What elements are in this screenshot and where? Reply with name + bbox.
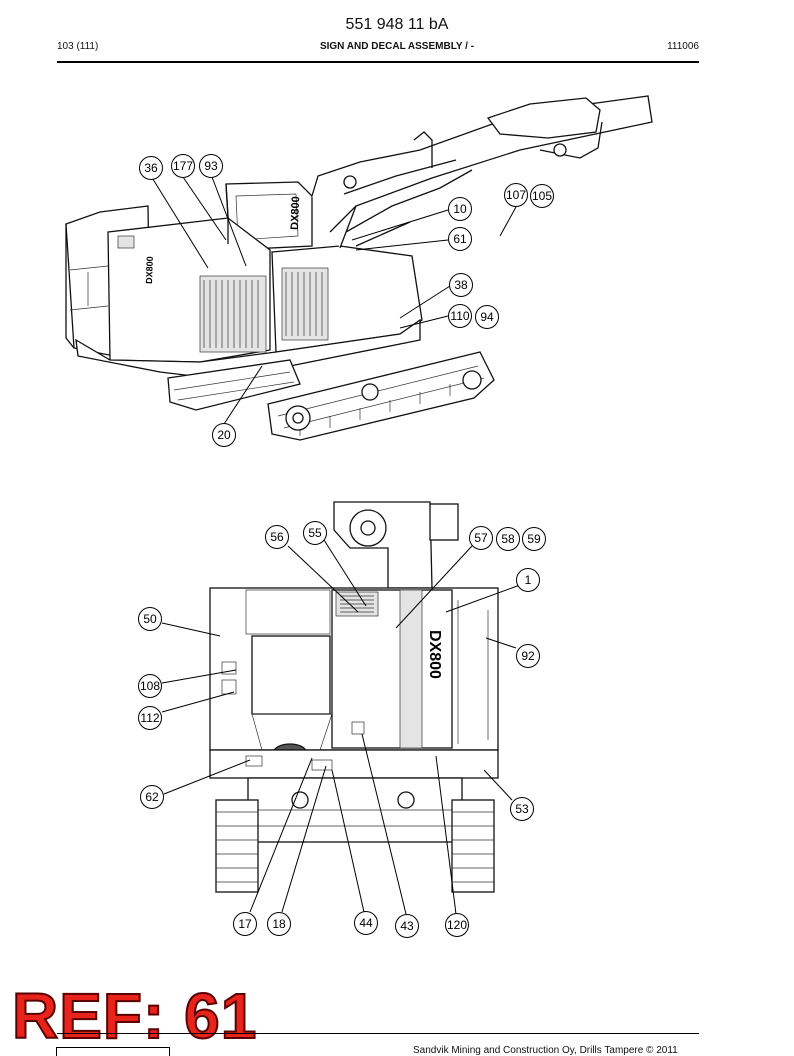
- callout-17: 17: [233, 912, 257, 936]
- page-indicator: 103 (111): [57, 41, 99, 52]
- footer-copyright: Sandvik Mining and Construction Oy, Dril…: [413, 1045, 678, 1056]
- isometric-machine-view: DX800 DX800: [65, 95, 653, 441]
- svg-text:120: 120: [447, 918, 467, 932]
- callout-38: 38: [449, 273, 473, 297]
- callout-94: 94: [475, 305, 499, 329]
- callout-55: 55: [303, 521, 327, 545]
- callout-44: 44: [354, 911, 378, 935]
- callout-53: 53: [510, 797, 534, 821]
- callout-93: 93: [199, 154, 223, 178]
- svg-text:36: 36: [144, 161, 158, 175]
- svg-text:93: 93: [204, 159, 218, 173]
- callout-61: 61: [448, 227, 472, 251]
- svg-text:107: 107: [506, 188, 526, 202]
- page-title: SIGN AND DECAL ASSEMBLY / -: [319, 41, 475, 52]
- rear-machine-view: DX800: [209, 501, 499, 893]
- callout-59: 59: [522, 527, 546, 551]
- company-logo: [56, 1047, 170, 1056]
- svg-text:110: 110: [450, 309, 469, 323]
- callout-108: 108: [138, 674, 162, 698]
- rear-view-leaders: [161, 539, 521, 915]
- svg-text:92: 92: [521, 649, 535, 663]
- callout-36: 36: [139, 156, 163, 180]
- callout-43: 43: [395, 914, 419, 938]
- svg-text:1: 1: [525, 573, 532, 587]
- header-divider: [57, 61, 699, 63]
- callout-110: 110: [448, 304, 472, 328]
- callout-120: 120: [445, 913, 469, 937]
- svg-text:53: 53: [515, 802, 529, 816]
- callout-177: 177: [171, 154, 195, 178]
- svg-text:43: 43: [400, 919, 414, 933]
- ref-stamp: REF: 61: [11, 980, 258, 1052]
- svg-text:177: 177: [173, 159, 193, 173]
- callout-18: 18: [267, 912, 291, 936]
- callout-50: 50: [138, 607, 162, 631]
- housing-badge: DX800: [144, 256, 155, 284]
- callout-112: 112: [138, 706, 162, 730]
- svg-text:108: 108: [140, 679, 160, 693]
- svg-text:94: 94: [480, 310, 494, 324]
- callout-58: 58: [496, 527, 520, 551]
- top-view-leaders: [150, 175, 553, 425]
- svg-text:50: 50: [143, 612, 157, 626]
- svg-text:112: 112: [140, 711, 159, 725]
- svg-text:20: 20: [217, 428, 231, 442]
- callout-1: 1: [516, 568, 540, 592]
- svg-text:59: 59: [527, 532, 541, 546]
- svg-text:17: 17: [238, 917, 252, 931]
- callout-107: 107: [504, 183, 528, 207]
- svg-text:62: 62: [145, 790, 159, 804]
- callout-105: 105: [530, 184, 554, 208]
- callout-92: 92: [516, 644, 540, 668]
- callout-20: 20: [212, 423, 236, 447]
- rear-badge: DX800: [426, 630, 443, 679]
- document-number: 551 948 11 bA: [345, 16, 449, 33]
- svg-text:55: 55: [308, 526, 322, 540]
- callout-62: 62: [140, 785, 164, 809]
- svg-text:57: 57: [474, 531, 488, 545]
- svg-text:58: 58: [501, 532, 515, 546]
- svg-text:10: 10: [453, 202, 467, 216]
- svg-text:18: 18: [272, 917, 286, 931]
- callout-57: 57: [469, 526, 493, 550]
- svg-text:38: 38: [454, 278, 468, 292]
- footer-divider: [57, 1033, 699, 1034]
- callout-10: 10: [448, 197, 472, 221]
- svg-text:61: 61: [453, 232, 467, 246]
- svg-text:105: 105: [532, 189, 552, 203]
- cab-badge: DX800: [289, 196, 302, 230]
- svg-text:56: 56: [270, 530, 284, 544]
- revision-date: 111006: [667, 41, 699, 52]
- svg-text:44: 44: [359, 916, 373, 930]
- callout-56: 56: [265, 525, 289, 549]
